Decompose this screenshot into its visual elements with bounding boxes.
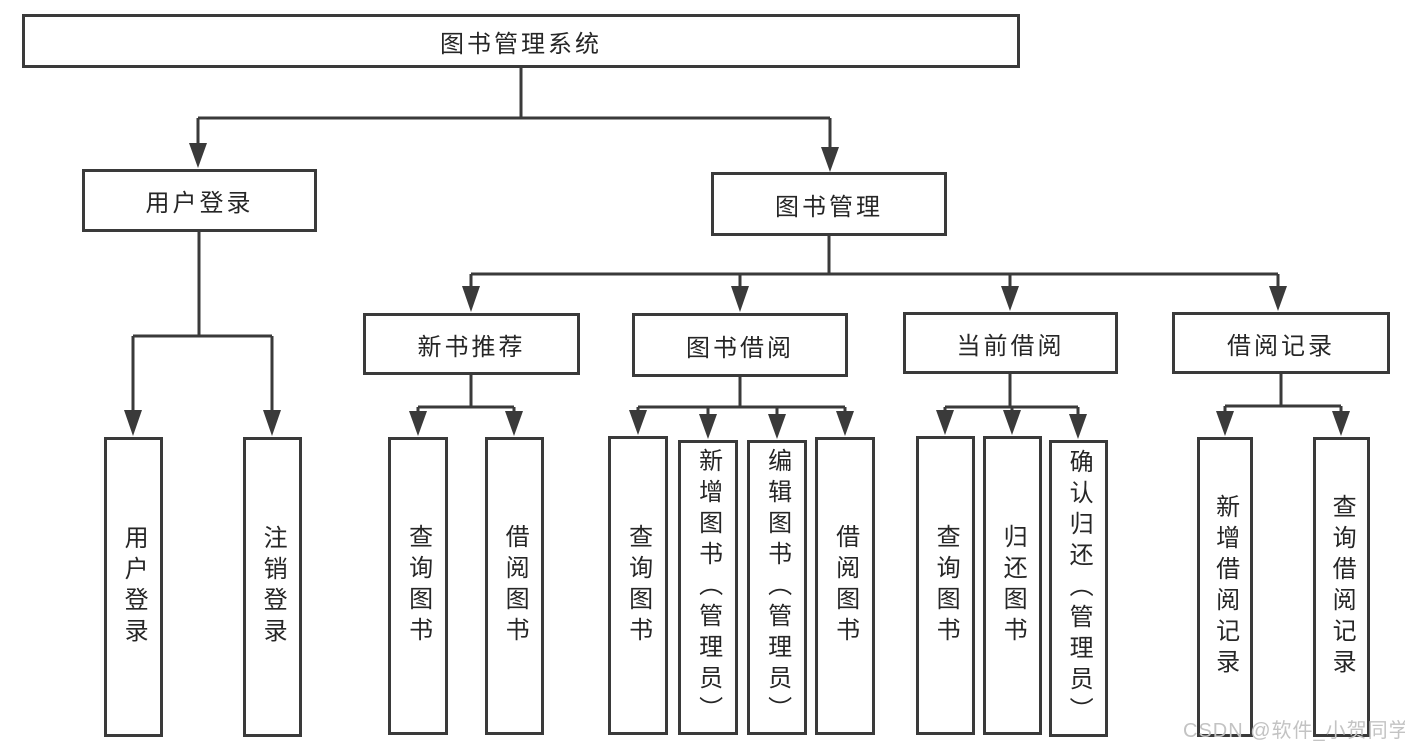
csdn-watermark: CSDN @软件_小贺同学: [1183, 720, 1405, 742]
leaf-label: 借阅图书: [501, 524, 529, 648]
node-book-borrow: 图书借阅: [632, 313, 848, 377]
leaf-query-books-recommend: 查询图书: [388, 437, 448, 735]
leaf-label: 新增图书（管理员）: [694, 448, 722, 727]
node-current-borrow: 当前借阅: [903, 312, 1118, 374]
node-label: 图书管理系统: [440, 30, 602, 58]
leaf-borrow-books-recommend: 借阅图书: [485, 437, 544, 735]
node-label: 借阅记录: [1227, 332, 1335, 360]
leaf-add-borrow-record: 新增借阅记录: [1197, 437, 1253, 737]
arrowhead-icons: [124, 143, 1350, 439]
leaf-query-books-current: 查询图书: [916, 436, 975, 735]
node-library-management-system: 图书管理系统: [22, 14, 1020, 68]
leaf-label: 归还图书: [999, 523, 1027, 648]
leaf-edit-book-admin: 编辑图书（管理员）: [747, 440, 807, 735]
node-label: 用户登录: [145, 190, 254, 217]
node-user-login: 用户登录: [82, 169, 317, 232]
leaf-label: 编辑图书（管理员）: [763, 448, 791, 727]
leaf-label: 新增借阅记录: [1211, 494, 1239, 680]
node-label: 图书借阅: [686, 334, 794, 362]
leaf-label: 确认归还（管理员）: [1065, 449, 1093, 728]
leaf-query-borrow-record: 查询借阅记录: [1313, 437, 1370, 737]
leaf-label: 借阅图书: [831, 524, 859, 648]
leaf-label: 注销登录: [259, 525, 287, 649]
node-label: 图书管理: [775, 193, 883, 221]
leaf-query-books-borrow: 查询图书: [608, 436, 668, 735]
leaf-add-book-admin: 新增图书（管理员）: [678, 440, 738, 735]
node-borrow-records: 借阅记录: [1172, 312, 1390, 374]
node-book-management: 图书管理: [711, 172, 947, 236]
node-label: 当前借阅: [956, 332, 1065, 360]
node-label: 新书推荐: [417, 333, 526, 361]
node-new-book-recommend: 新书推荐: [363, 313, 580, 375]
leaf-label: 查询借阅记录: [1328, 494, 1356, 680]
leaf-label: 查询图书: [624, 523, 652, 648]
leaf-confirm-return-admin: 确认归还（管理员）: [1049, 440, 1108, 737]
leaf-label: 查询图书: [404, 524, 432, 648]
leaf-label: 用户登录: [120, 525, 148, 649]
leaf-logout-login: 注销登录: [243, 437, 302, 737]
leaf-return-books: 归还图书: [983, 436, 1042, 735]
leaf-borrow-books: 借阅图书: [815, 437, 875, 735]
leaf-label: 查询图书: [932, 523, 960, 648]
leaf-user-login: 用户登录: [104, 437, 163, 737]
